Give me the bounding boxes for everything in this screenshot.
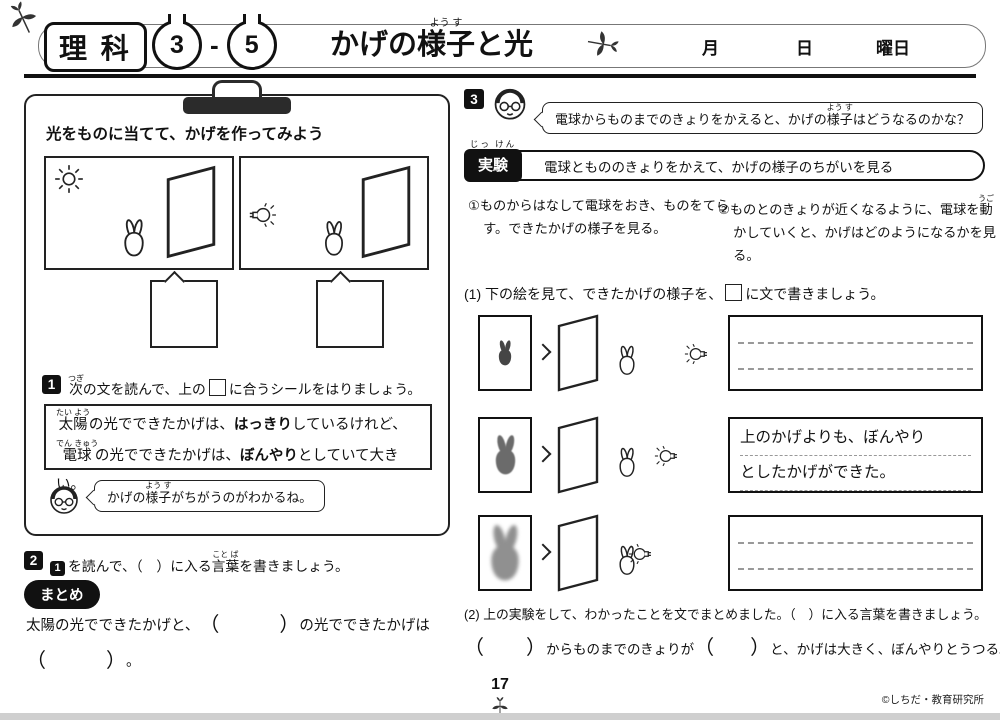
task1-number-badge: 1 <box>42 375 61 394</box>
page-title: かげの様子よう すと光 <box>330 18 534 61</box>
shadow-view-box <box>478 417 532 493</box>
experiment-row-1 <box>478 312 985 394</box>
bottom-edge-band <box>0 713 1000 720</box>
lesson-number-dash: - <box>210 29 219 60</box>
clipboard-panel: 光をものに当てて、かげを作ってみよう 1 次つぎの文を読んで、上のに合うシールを… <box>24 80 450 536</box>
screen-icon <box>554 313 602 393</box>
inline-box-icon <box>725 284 743 301</box>
experiment-label-badge: じっ けん 実験 <box>464 139 523 182</box>
sticker-answer-box[interactable] <box>316 280 384 348</box>
rabbit-shadow-icon <box>490 433 521 477</box>
answer-blank[interactable] <box>219 624 279 625</box>
pointer-icon <box>534 445 552 463</box>
writing-guide-line <box>738 568 973 570</box>
screen-icon <box>162 164 220 260</box>
matome-sentence-1: 太陽の光でできたかげと、（）の光でできたかげは <box>26 613 430 636</box>
subject-text: 理 科 <box>59 33 132 64</box>
header-frame <box>38 24 986 68</box>
experiment-row-2: 上のかげよりも、ぼんやり としたかげができた。 <box>478 414 985 496</box>
lightbulb-icon <box>684 343 711 365</box>
task3-number-badge: 3 <box>464 89 484 109</box>
sunlight-shadow-figure <box>44 156 234 270</box>
task1-text: 次つぎの文を読んで、上のに合うシールをはりましょう。 <box>68 374 422 397</box>
reading-passage: 太陽たい ようの光でできたかげは、はっきりしているけれど、 電球でん きゅうの光… <box>44 404 432 493</box>
screen-icon <box>554 513 602 593</box>
lesson-number-group: 3 - 5 <box>152 20 277 70</box>
sun-icon <box>54 164 84 194</box>
answer-blank[interactable] <box>714 648 750 649</box>
clipboard-clip-icon <box>183 80 291 114</box>
pointer-icon <box>534 343 552 361</box>
lightbulb-icon <box>654 445 681 467</box>
copyright-text: ©しちだ・教育研究所 <box>881 694 984 706</box>
screen-icon <box>554 415 602 495</box>
rabbit-shadow-icon <box>495 339 515 367</box>
reading-line-1: 太陽たい ようの光でできたかげは、はっきりしているけれど、 <box>56 408 407 433</box>
boy-face-icon <box>490 82 530 122</box>
experiment-figures <box>44 156 429 270</box>
writing-guide-line <box>738 342 973 344</box>
sticker-answer-box[interactable] <box>150 280 218 348</box>
question-2: (2) 上の実験をして、わかったことを文でまとめました。（ ）に入る言葉を書きま… <box>464 607 987 622</box>
answer-text: 上のかげよりも、ぼんやり <box>740 421 971 456</box>
experiment-description: 電球ともののきょりをかえて、かげの様子のちがいを見る <box>544 159 894 175</box>
wheat-decoration-icon <box>583 25 620 62</box>
question-1: (1) 下の絵を見て、できたかげの様子を、に文で書きましょう。 <box>464 284 885 302</box>
answer-box-filled: 上のかげよりも、ぼんやり としたかげができた。 <box>728 417 983 493</box>
reading-line-2: 電球でん きゅうの光でできたかげは、ぼんやりとしていて大きい。 <box>56 439 399 493</box>
task2-number-badge: 2 <box>24 551 43 570</box>
lesson-number-left: 3 <box>170 30 184 59</box>
experiment-label: 実験 <box>464 149 523 182</box>
writing-guide-line <box>738 542 973 544</box>
lightbulb-icon <box>245 202 277 228</box>
shadow-view-box <box>478 315 532 391</box>
activity-heading: 光をものに当てて、かげを作ってみよう <box>46 126 324 143</box>
shadow-view-box <box>478 515 532 591</box>
answer-box-empty[interactable] <box>728 515 983 591</box>
date-day-label: 日 <box>796 39 813 58</box>
experiment-row-3 <box>478 512 985 594</box>
rabbit-shadow-icon <box>483 522 527 584</box>
experiment-furigana: じっ けん <box>469 139 517 149</box>
character-comment: かげの様子よう すがちがうのがわかるね。 <box>46 480 326 516</box>
experiment-banner: じっ けん 実験 電球ともののきょりをかえて、かげの様子のちがいを見る <box>464 139 985 182</box>
writing-guide-line <box>738 368 973 370</box>
lesson-number-right: 5 <box>244 30 259 59</box>
task1-reference-badge: 1 <box>50 561 65 577</box>
question-2-sentence: （）からものまでのきょりが（）と、かげは大きく、ぼんやりとうつる。 <box>464 637 1000 659</box>
speech-bubble: かげの様子よう すがちがうのがわかるね。 <box>94 480 326 512</box>
answer-blank[interactable] <box>484 648 526 649</box>
boy-face-icon <box>46 480 82 516</box>
subject-label: 理 科 <box>44 22 147 72</box>
matome-label: まとめ <box>24 580 100 609</box>
date-month-label: 月 <box>702 39 719 58</box>
title-furigana: 様子よう す <box>417 18 476 61</box>
rabbit-icon <box>120 218 148 258</box>
lightbulb-icon <box>628 543 655 565</box>
question-bubble: 電球からものまでのきょりをかえると、かげの様子よう すはどうなるのかな？ <box>542 102 983 134</box>
task-1: 1 次つぎの文を読んで、上のに合うシールをはりましょう。 <box>42 374 440 400</box>
bulb-shadow-figure <box>239 156 429 270</box>
screen-icon <box>357 164 415 260</box>
answer-box-empty[interactable] <box>728 315 983 391</box>
rabbit-icon <box>616 345 638 376</box>
flask-icon: 5 <box>226 20 277 70</box>
matome-sentence-2: （）。 <box>26 649 141 672</box>
page-number: 17 <box>491 676 509 693</box>
date-weekday-label: 曜日 <box>876 39 910 58</box>
inline-box-icon <box>208 379 226 396</box>
flask-icon: 3 <box>152 20 202 70</box>
answer-text: としたかげができた。 <box>740 456 971 491</box>
header-divider <box>24 74 976 78</box>
rabbit-icon <box>321 220 347 257</box>
step-1: ①ものからはなして電球をおき、ものをてらす。できたかげの様子を見る。 <box>468 198 730 237</box>
vine-decoration-icon <box>2 0 44 41</box>
step-2: ②ものとのきょりが近くなるように、電球を動うごかしていくと、かげはどのようになる… <box>718 194 996 264</box>
rabbit-icon <box>616 447 638 478</box>
answer-blank[interactable] <box>46 660 106 661</box>
pointer-icon <box>534 543 552 561</box>
